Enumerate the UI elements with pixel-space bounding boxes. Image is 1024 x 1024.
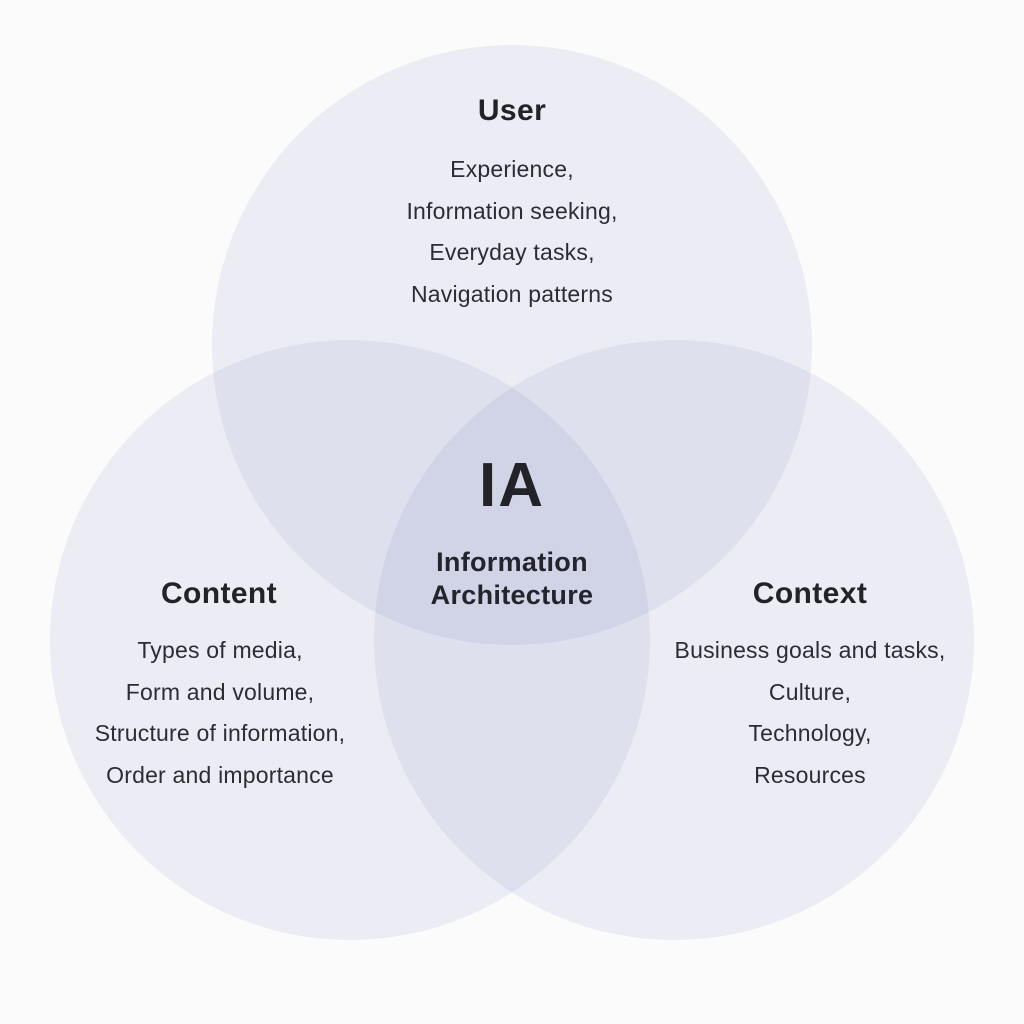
context-item: Business goals and tasks, — [674, 637, 946, 663]
user-circle-label: User — [477, 94, 547, 127]
center-name-line: Architecture — [430, 580, 594, 610]
user-item: Everyday tasks, — [429, 239, 595, 265]
center-name-line: Information — [436, 547, 588, 577]
content-item: Form and volume, — [125, 678, 315, 705]
content-item: Order and importance — [106, 761, 334, 788]
user-item: Experience, — [450, 156, 574, 182]
context-item: Culture, — [768, 678, 852, 705]
content-circle-label: Content — [160, 577, 278, 610]
user-item: Navigation patterns — [411, 280, 613, 307]
context-circle-label: Context — [752, 577, 868, 610]
user-items-list: Experience, Information seeking, Everyda… — [262, 149, 762, 315]
context-item: Technology, — [748, 720, 872, 746]
user-item: Information seeking, — [406, 197, 618, 224]
center-abbreviation: IA — [479, 451, 545, 520]
center-full-name: Information Architecture — [362, 546, 662, 612]
context-items-list: Business goals and tasks, Culture, Techn… — [630, 630, 990, 796]
context-circle — [374, 340, 974, 940]
content-item: Structure of information, — [94, 720, 346, 746]
context-item: Resources — [754, 761, 866, 788]
content-item: Types of media, — [137, 637, 303, 663]
content-items-list: Types of media, Form and volume, Structu… — [42, 630, 398, 796]
